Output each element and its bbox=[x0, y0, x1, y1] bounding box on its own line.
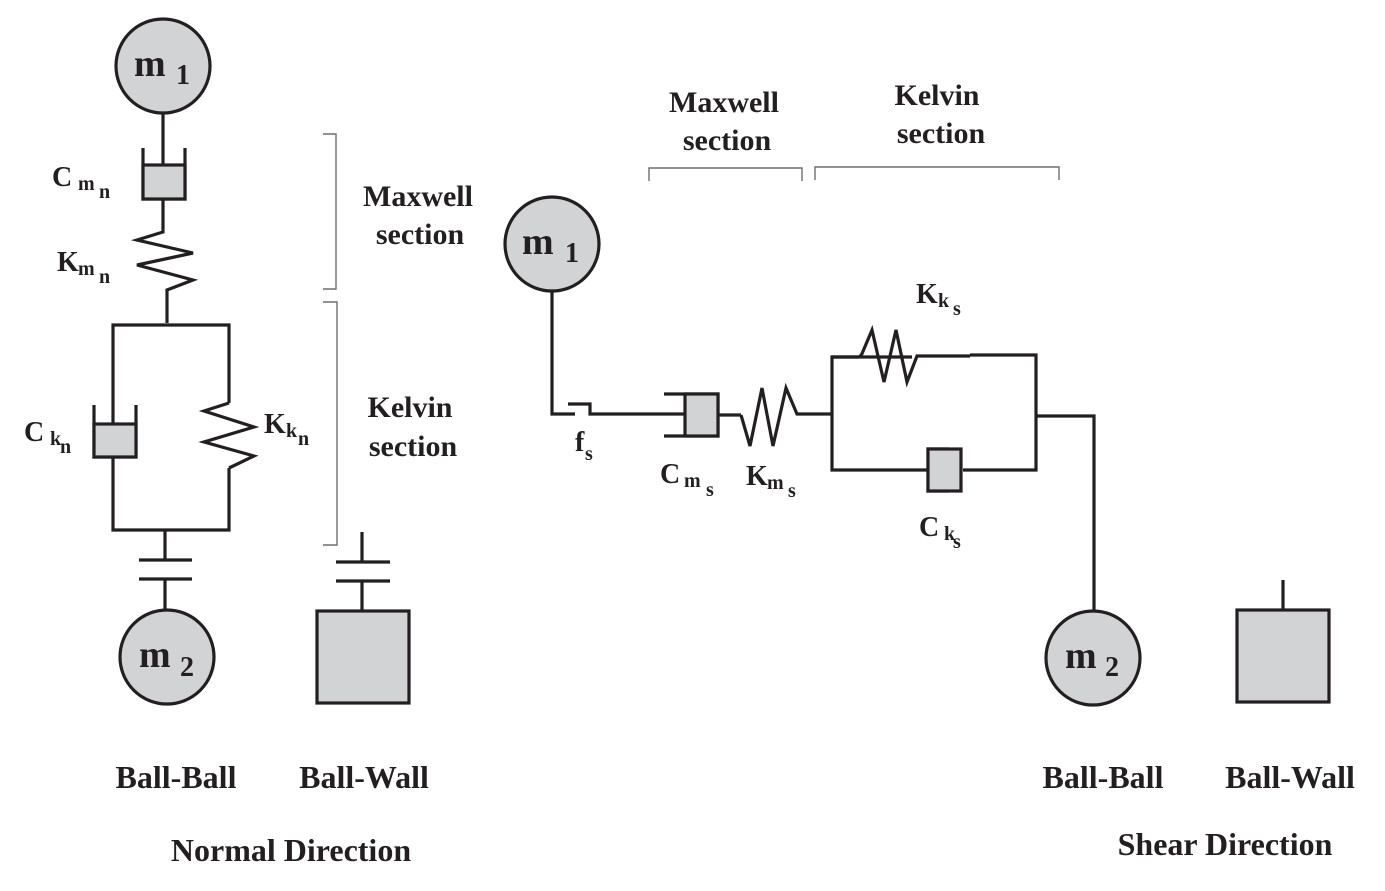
normal-contact-gap-wall bbox=[336, 532, 390, 611]
svg-text:K: K bbox=[264, 409, 286, 440]
shear-maxwell-section-label: Maxwell section bbox=[669, 86, 779, 157]
normal-mass-2-label: m bbox=[139, 634, 171, 676]
svg-text:1: 1 bbox=[565, 238, 579, 269]
svg-text:C: C bbox=[52, 162, 72, 193]
svg-text:section: section bbox=[683, 124, 772, 157]
normal-mass-1-label: m bbox=[134, 43, 166, 85]
shear-kelvin-spring bbox=[859, 324, 970, 388]
svg-text:C: C bbox=[24, 417, 44, 448]
svg-text:m: m bbox=[78, 173, 95, 195]
normal-kelvin-spring bbox=[198, 401, 260, 470]
shear-kelvin-spring-label: K k s bbox=[916, 279, 961, 320]
shear-maxwell-bracket bbox=[648, 167, 803, 181]
shear-direction-model: m 1 f s C m s K m s bbox=[503, 79, 1355, 862]
shear-kelvin-frame bbox=[830, 353, 1096, 610]
normal-ball-wall-caption: Ball-Wall bbox=[299, 759, 429, 795]
shear-maxwell-spring bbox=[739, 382, 832, 447]
svg-text:section: section bbox=[369, 430, 458, 463]
normal-mass-2: m 2 bbox=[118, 608, 216, 706]
shear-maxwell-dashpot bbox=[664, 392, 741, 438]
shear-kelvin-dashpot bbox=[926, 447, 963, 493]
svg-text:n: n bbox=[298, 428, 309, 450]
svg-text:s: s bbox=[788, 480, 796, 502]
svg-text:Maxwell: Maxwell bbox=[363, 180, 473, 213]
svg-text:n: n bbox=[60, 436, 71, 458]
svg-text:C: C bbox=[660, 459, 680, 490]
normal-maxwell-bracket bbox=[323, 133, 337, 290]
svg-text:f: f bbox=[575, 427, 585, 458]
svg-text:K: K bbox=[57, 247, 79, 278]
normal-contact-gap-ball bbox=[139, 558, 192, 610]
shear-maxwell-dashpot-label: C m s bbox=[660, 459, 714, 501]
svg-text:n: n bbox=[99, 181, 110, 203]
svg-text:k: k bbox=[938, 290, 950, 312]
shear-wall-block bbox=[1235, 608, 1331, 704]
svg-text:m: m bbox=[78, 258, 95, 280]
svg-text:m: m bbox=[684, 470, 701, 492]
normal-kelvin-dashpot bbox=[92, 405, 138, 459]
svg-text:s: s bbox=[953, 298, 961, 320]
svg-text:2: 2 bbox=[180, 652, 194, 683]
svg-text:s: s bbox=[585, 443, 593, 465]
normal-maxwell-spring bbox=[130, 230, 199, 323]
normal-kelvin-dashpot-label: C k n bbox=[24, 417, 71, 458]
normal-direction-model: m 1 C m n K m n bbox=[24, 17, 473, 868]
shear-friction-slider bbox=[550, 291, 688, 416]
shear-ball-ball-caption: Ball-Ball bbox=[1043, 759, 1164, 795]
shear-mass-2-label: m bbox=[1065, 635, 1097, 677]
svg-text:Maxwell: Maxwell bbox=[669, 86, 779, 119]
normal-ball-ball-caption: Ball-Ball bbox=[116, 759, 237, 795]
shear-ball-wall-caption: Ball-Wall bbox=[1225, 759, 1355, 795]
shear-mass-1: m 1 bbox=[503, 195, 601, 293]
shear-kelvin-dashpot-label: C k s bbox=[919, 512, 961, 553]
normal-wall-block bbox=[315, 609, 411, 705]
svg-text:section: section bbox=[897, 117, 986, 150]
shear-kelvin-section-label: Kelvin section bbox=[894, 79, 985, 150]
svg-text:s: s bbox=[706, 479, 714, 501]
normal-kelvin-frame bbox=[111, 323, 231, 560]
svg-text:k: k bbox=[286, 420, 298, 442]
normal-kelvin-spring-label: K k n bbox=[264, 409, 309, 450]
normal-maxwell-spring-label: K m n bbox=[57, 247, 110, 288]
svg-text:2: 2 bbox=[1105, 652, 1119, 683]
normal-direction-caption: Normal Direction bbox=[171, 832, 411, 868]
shear-maxwell-spring-label: K m s bbox=[746, 461, 796, 502]
svg-text:k: k bbox=[50, 428, 62, 450]
svg-text:section: section bbox=[376, 218, 465, 251]
shear-kelvin-bracket bbox=[814, 166, 1060, 180]
normal-maxwell-section-label: Maxwell section bbox=[363, 180, 473, 251]
normal-mass-1: m 1 bbox=[114, 17, 212, 115]
svg-text:k: k bbox=[944, 523, 956, 545]
svg-text:m: m bbox=[767, 472, 784, 494]
shear-mass-2: m 2 bbox=[1044, 609, 1142, 707]
shear-mass-1-label: m bbox=[522, 221, 554, 263]
svg-text:n: n bbox=[99, 266, 110, 288]
svg-text:s: s bbox=[953, 531, 961, 553]
svg-text:Kelvin: Kelvin bbox=[367, 391, 452, 424]
svg-text:1: 1 bbox=[176, 60, 190, 91]
shear-friction-label: f s bbox=[575, 427, 593, 465]
normal-kelvin-bracket bbox=[323, 301, 338, 546]
normal-maxwell-dashpot bbox=[141, 148, 187, 230]
normal-kelvin-section-label: Kelvin section bbox=[367, 391, 457, 463]
svg-text:C: C bbox=[919, 512, 939, 543]
shear-direction-caption: Shear Direction bbox=[1118, 826, 1333, 862]
svg-text:K: K bbox=[916, 279, 938, 310]
svg-text:Kelvin: Kelvin bbox=[894, 79, 979, 112]
normal-maxwell-dashpot-label: C m n bbox=[52, 162, 110, 203]
svg-text:K: K bbox=[746, 461, 768, 492]
